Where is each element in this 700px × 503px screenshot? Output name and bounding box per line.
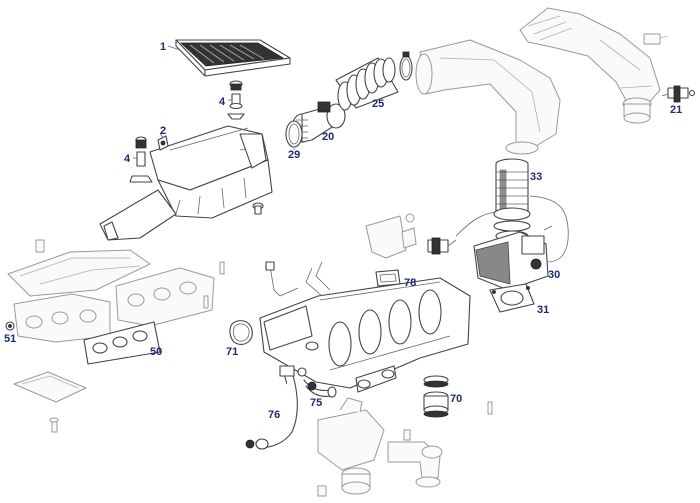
intake-duct[interactable] (415, 39, 561, 155)
nut-51[interactable] (5, 321, 15, 331)
callout-2: 2 (160, 125, 166, 137)
throttle-body[interactable] (473, 225, 553, 291)
rubber-mount-lower[interactable] (129, 136, 153, 183)
gasket-part-78[interactable] (375, 269, 401, 287)
stud-bolts[interactable] (203, 261, 225, 309)
callout-labels: 1 2 4 4 20 21 25 29 30 31 33 50 51 70 71… (4, 41, 682, 421)
corrugated-hose[interactable] (493, 158, 531, 221)
screw-right[interactable] (487, 401, 493, 415)
vacuum-line-left[interactable] (455, 211, 497, 237)
bolt-lower-left[interactable] (49, 417, 59, 433)
check-valve[interactable] (427, 237, 457, 255)
callout-25: 25 (372, 98, 384, 110)
throttle-body-gasket[interactable] (489, 283, 535, 313)
wire-bracket-left[interactable] (265, 261, 299, 297)
heat-shield[interactable] (7, 239, 151, 297)
coolant-hose-76[interactable] (245, 365, 298, 450)
callout-21: 21 (670, 104, 682, 116)
callout-50: 50 (150, 346, 162, 358)
callout-76: 76 (268, 409, 280, 421)
air-filter-housing[interactable] (99, 125, 273, 241)
exhaust-gasket[interactable] (83, 321, 161, 365)
seal-ring-29[interactable] (285, 120, 303, 148)
hose-part-75[interactable] (303, 379, 337, 398)
rubber-mount-upper[interactable] (227, 80, 245, 120)
callout-51: 51 (4, 333, 16, 345)
callout-70: 70 (450, 393, 462, 405)
callout-31: 31 (537, 304, 549, 316)
callout-20: 20 (322, 131, 334, 143)
vacuum-line-right[interactable] (529, 195, 569, 263)
thermostat-housing[interactable] (317, 397, 443, 497)
intake-bellows[interactable] (335, 57, 399, 111)
wire-bracket-mid[interactable] (305, 261, 331, 297)
hose-clamp-set-70[interactable] (423, 375, 449, 418)
callout-33: 33 (530, 171, 542, 183)
callout-4b: 4 (124, 153, 131, 165)
air-mass-sensor[interactable] (291, 101, 346, 143)
callout-4a: 4 (219, 96, 226, 108)
callout-78: 78 (404, 277, 416, 289)
callout-29: 29 (288, 149, 300, 161)
callout-75: 75 (310, 397, 322, 409)
callout-1: 1 (160, 41, 166, 53)
air-filter-element[interactable] (175, 39, 291, 77)
pipe-fitting-upper-right[interactable] (643, 33, 669, 45)
sensor-part-21[interactable] (661, 85, 696, 103)
callout-71: 71 (226, 346, 238, 358)
mounting-bracket[interactable] (365, 213, 417, 259)
gasket-part-71[interactable] (229, 320, 253, 345)
small-clamp-manifold[interactable] (297, 341, 319, 377)
hose-clamp-upper[interactable] (399, 51, 413, 81)
exhaust-manifold-front[interactable] (13, 293, 111, 343)
exhaust-manifold-rear[interactable] (115, 267, 215, 327)
upper-air-duct[interactable] (519, 7, 661, 124)
lower-heat-shield[interactable] (13, 371, 87, 403)
clip-part-2[interactable] (157, 135, 169, 151)
callout-30: 30 (548, 269, 560, 281)
